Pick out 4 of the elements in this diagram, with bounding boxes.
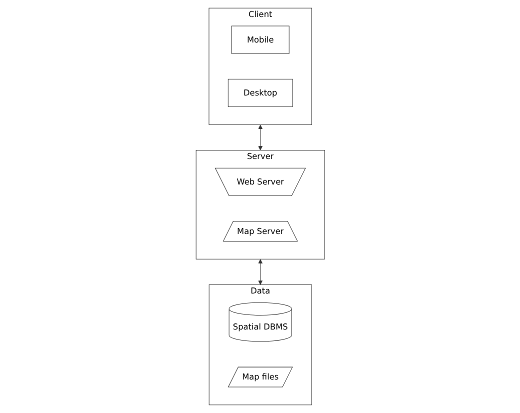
arrow (258, 124, 262, 150)
arrow (258, 259, 262, 285)
node-box: Mobile (230, 26, 289, 54)
node-box: Desktop (228, 78, 292, 108)
